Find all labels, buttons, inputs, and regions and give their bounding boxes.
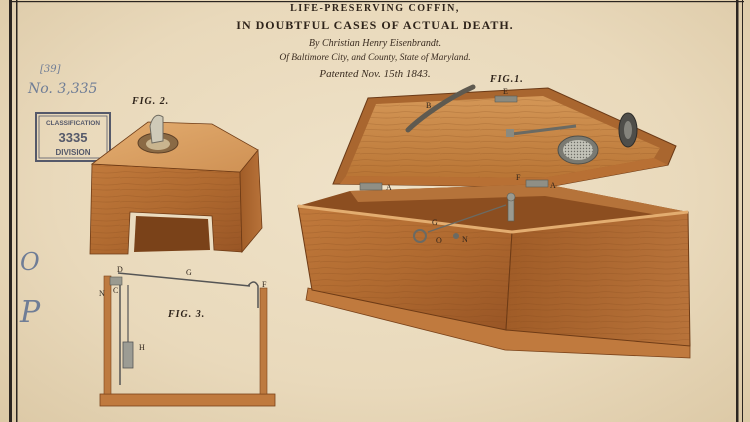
stamp-number: 3335	[59, 130, 88, 145]
top-border	[9, 1, 744, 3]
box-key-shaft	[507, 198, 515, 222]
fig3-part-h: H	[139, 343, 145, 352]
fig1-part-n: N	[462, 235, 468, 244]
right-border-thin	[742, 0, 743, 422]
stamp-classification: CLASSIFICATION	[46, 120, 100, 127]
fig1-part-f: F	[516, 173, 521, 182]
left-border-thin	[16, 0, 18, 422]
box-hinge-left	[359, 182, 383, 191]
lid-vent-mesh	[563, 140, 593, 160]
patent-number-note: No. 3,335	[27, 81, 98, 97]
fig3-left-post	[103, 275, 112, 395]
stamp-division: DIVISION	[55, 148, 90, 157]
fig1-part-a-left: A	[386, 183, 392, 192]
title-line-2: IN DOUBTFUL CASES OF ACTUAL DEATH.	[236, 18, 513, 32]
stamp-outer-border	[35, 112, 111, 162]
fig2-label: FIG. 2.	[131, 96, 169, 107]
fig3-weight-h	[122, 341, 134, 369]
fig1-part-a-right: A	[550, 181, 556, 190]
fig3-part-n: N	[99, 289, 105, 298]
figure-3: FIG. 3. D C N G F H	[99, 265, 276, 407]
fig3-right-post	[259, 287, 268, 395]
fig3-part-f: F	[262, 280, 267, 289]
fig3-label: FIG. 3.	[167, 309, 205, 320]
residence-line: Of Baltimore City, and County, State of …	[279, 52, 470, 63]
box-ring-o	[413, 229, 427, 243]
margin-mark-o: O	[20, 248, 40, 276]
fig3-wire-g	[117, 272, 251, 287]
title-line-1: LIFE-PRESERVING COFFIN,	[290, 3, 460, 14]
fig3-hook-f	[247, 281, 259, 308]
fig3-part-g: G	[186, 268, 192, 277]
fig1-part-g: G	[432, 218, 438, 227]
fig3-bracket	[109, 276, 123, 286]
box-key-head	[506, 192, 516, 202]
fig1-part-o: O	[436, 236, 442, 245]
box-pin-n	[453, 233, 459, 239]
coffin-end-grain	[506, 212, 690, 346]
coffin-lid-inner-edge	[340, 158, 668, 187]
figure-1: FIG.1. B E A F A G	[297, 74, 691, 359]
fig2-front-grain	[90, 164, 242, 254]
title-block: LIFE-PRESERVING COFFIN, IN DOUBTFUL CASE…	[236, 3, 513, 80]
fig1-part-e: E	[503, 87, 508, 96]
lid-top-hinge-e	[494, 95, 518, 103]
patented-date: Patented Nov. 15th 1843.	[318, 68, 430, 80]
fig2-notch-shadow	[134, 216, 210, 252]
figure-2: FIG. 2.	[89, 96, 263, 255]
box-hinge-right	[525, 179, 549, 188]
fig3-part-d: D	[117, 265, 123, 274]
fig1-part-b: B	[426, 101, 431, 110]
lid-vent-cover-knob	[624, 121, 632, 139]
margin-notes: [39] No. 3,335 O P	[19, 64, 98, 330]
inventor-line: By Christian Henry Eisenbrandt.	[309, 38, 441, 49]
bracket-note: [39]	[40, 64, 61, 75]
box-connecting-wire	[427, 204, 507, 233]
fig1-label: FIG.1.	[489, 74, 524, 85]
fig3-part-c: C	[113, 286, 118, 295]
stamp-inner-border	[38, 115, 108, 159]
margin-mark-p: P	[19, 295, 41, 330]
coffin-top-rim	[297, 204, 689, 234]
fig2-valve-lever	[149, 114, 164, 144]
lid-handle-b	[405, 84, 476, 133]
coffin-box-inner-wall	[350, 184, 688, 218]
lid-vent-rod	[511, 124, 577, 136]
border-frame	[9, 0, 744, 422]
left-border-thick	[9, 0, 12, 422]
fig3-base-board	[99, 393, 276, 407]
lid-rod-bracket	[506, 129, 514, 137]
right-border-thick	[736, 0, 739, 422]
classification-stamp: CLASSIFICATION 3335 DIVISION	[35, 112, 111, 162]
